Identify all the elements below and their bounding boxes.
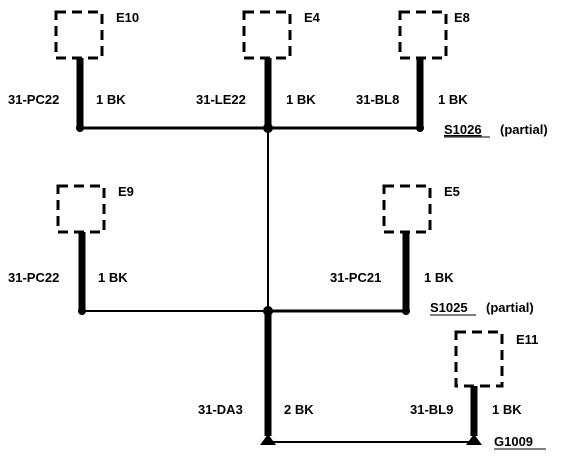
connector-e4 [242,10,292,60]
wire-da3-circuit: 31-DA3 [198,402,243,417]
splice-point [76,124,84,132]
connector-e4-label: E4 [304,10,321,25]
connector-e10 [54,10,104,60]
wire-e5-spec: 1 BK [424,270,454,285]
wire-e8-spec: 1 BK [438,92,468,107]
wire-e5-circuit: 31-PC21 [330,270,381,285]
splice-s1026-label: S1026 [444,122,482,137]
splice-point [78,307,86,315]
splice-s1025-label: S1025 [430,300,468,315]
connector-e5-label: E5 [444,184,460,199]
splice-s1026-note: (partial) [500,122,548,137]
wire-e9-circuit: 31-PC22 [8,270,59,285]
connector-e9 [56,184,106,234]
connector-e11 [454,330,504,388]
wire-e11-spec: 1 BK [492,402,522,417]
connector-e9-label: E9 [118,184,134,199]
splice-point [402,307,410,315]
wire-e10-circuit: 31-PC22 [8,92,59,107]
wire-e4-spec: 1 BK [286,92,316,107]
connector-e5 [382,184,432,234]
connector-e8 [398,10,448,60]
wire-e8-circuit: 31-BL8 [356,92,399,107]
connector-e10-label: E10 [116,10,139,25]
connector-e8-label: E8 [454,10,470,25]
wire-e11-circuit: 31-BL9 [410,402,453,417]
ground-icon [260,434,276,445]
splice-s1025-note: (partial) [486,300,534,315]
wire-da3-spec: 2 BK [284,402,314,417]
connector-e11-label: E11 [516,332,538,347]
ground-icon [466,434,482,445]
wire-e9-spec: 1 BK [98,270,128,285]
ground-label: G1009 [494,434,533,449]
wire-e10-spec: 1 BK [96,92,126,107]
splice-point [416,124,424,132]
wire-e4-circuit: 31-LE22 [196,92,246,107]
